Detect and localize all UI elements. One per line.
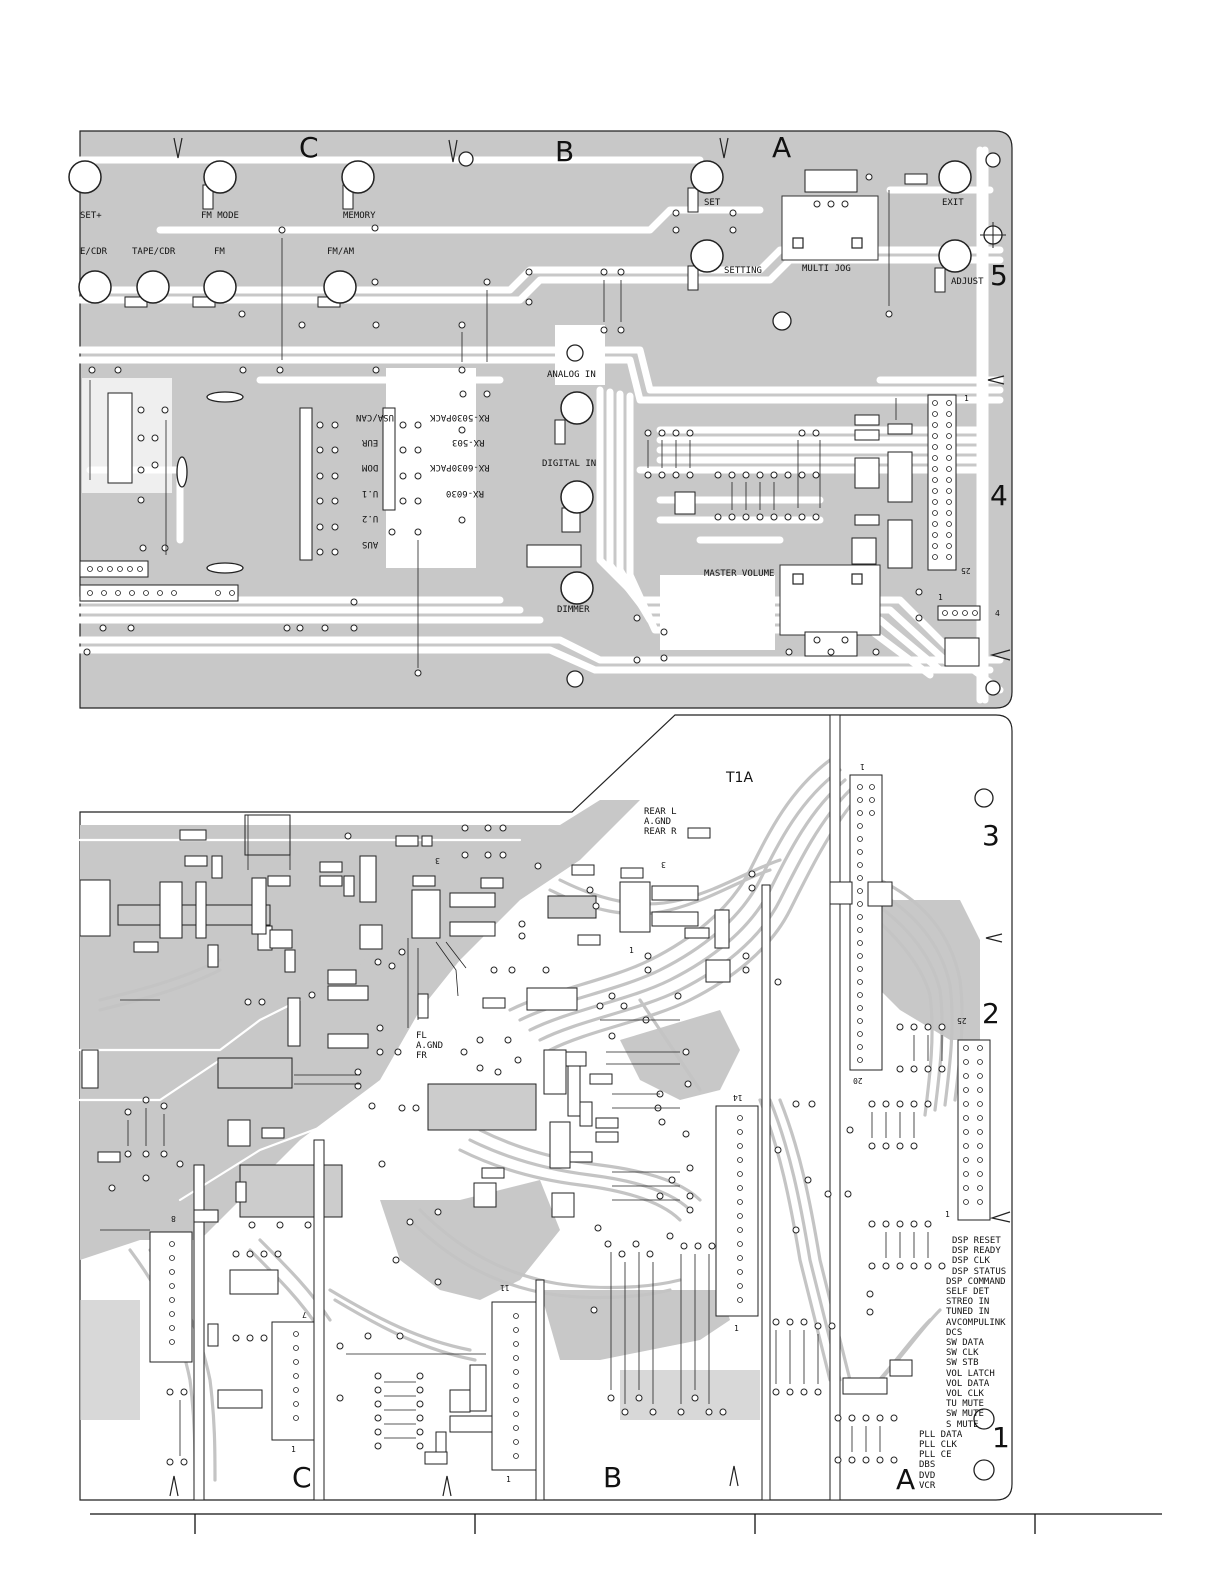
label-digital-in: DIGITAL IN: [542, 459, 597, 469]
signal-avcompulink: AVCOMPULINK: [946, 1317, 1006, 1328]
label-fm-mode: FM MODE: [201, 211, 239, 221]
signal-vol-latch: VOL LATCH: [946, 1368, 995, 1379]
signal-pll-data: PLL DATA: [919, 1429, 963, 1440]
pin-marker-25-upper: 25: [961, 566, 971, 575]
label-rear-l: REAR L: [644, 807, 677, 817]
zone-letter-b-lower: B: [603, 1461, 623, 1494]
signal-dsp-reset: DSP RESET: [952, 1236, 1001, 1246]
pin-marker-25-lower: 25: [957, 1016, 967, 1025]
label-memory: MEMORY: [343, 211, 376, 221]
signal-sw-clk: SW CLK: [946, 1348, 979, 1359]
pin-marker-7: 7: [302, 1310, 307, 1319]
pin-marker-1-right: 1: [945, 1210, 950, 1219]
signal-vcr: VCR: [919, 1480, 936, 1491]
row-number-5: 5: [990, 259, 1008, 292]
pin-marker-4-upper: 4: [995, 609, 1000, 618]
label-usa-can: USA/CAN: [356, 412, 394, 422]
label-rear-agnd: A.GND: [644, 817, 672, 827]
zone-letter-a-upper: A: [772, 131, 792, 164]
label-adjust: ADJUST: [951, 277, 984, 287]
row-number-4: 4: [990, 479, 1008, 512]
pin-marker-1-ic11: 1: [506, 1475, 511, 1484]
label-rx-6030pack: RX-6030PACK: [430, 462, 490, 472]
pin-marker-1-upper: 1: [964, 394, 969, 403]
label-dimmer: DIMMER: [557, 605, 590, 615]
label-fm: FM: [214, 247, 225, 257]
label-u2: U.2: [362, 513, 379, 523]
signal-tuned-in: TUNED IN: [946, 1307, 990, 1318]
zone-letter-c-upper: C: [299, 131, 319, 164]
signal-sw-data: SW DATA: [946, 1338, 984, 1349]
frame-ruler: [90, 1513, 1162, 1534]
signal-dsp-clk: DSP CLK: [952, 1256, 990, 1267]
row-number-1: 1: [992, 1421, 1010, 1454]
label-aus: AUS: [362, 539, 379, 549]
pin-marker-1-mid: 1: [629, 946, 634, 955]
label-dom: DOM: [362, 462, 379, 472]
label-setting: SETTING: [724, 266, 762, 276]
label-multi-jog: MULTI JOG: [802, 264, 851, 274]
signal-tu-mute: TU MUTE: [946, 1399, 984, 1410]
signal-dsp-status: DSP STATUS: [952, 1266, 1007, 1277]
label-rx-6030: RX-6030: [446, 488, 484, 498]
label-fl: FL: [416, 1031, 427, 1041]
label-rear-r: REAR R: [644, 827, 677, 837]
zone-letter-a-lower: A: [896, 1463, 916, 1496]
signal-dsp-ready: DSP READY: [952, 1246, 1001, 1257]
pin-marker-1b-upper: 1: [938, 593, 943, 602]
upper-board: [68, 130, 1013, 709]
signal-dvd: DVD: [919, 1470, 936, 1481]
signal-vol-clk: VOL CLK: [946, 1389, 984, 1400]
zone-letter-c-lower: C: [292, 1461, 312, 1494]
label-eur: EUR: [362, 437, 379, 447]
label-front-agnd: A.GND: [416, 1041, 444, 1051]
signal-sw-mute: SW MUTE: [946, 1409, 984, 1420]
label-preset-plus: SET+: [80, 211, 102, 221]
pin-marker-3-right: 3: [661, 860, 666, 869]
signal-vol-data: VOL DATA: [946, 1378, 990, 1389]
pin-marker-1-ic14: 1: [734, 1324, 739, 1333]
pin-marker-14: 14: [733, 1093, 743, 1102]
pin-marker-20: 20: [853, 1076, 863, 1085]
board-title-t1a: T1A: [726, 770, 754, 786]
signal-s-mute: S MUTE: [946, 1419, 979, 1430]
label-exit: EXIT: [942, 198, 964, 208]
signal-self-det: SELF DET: [946, 1287, 990, 1298]
signal-dcs: DCS: [946, 1327, 963, 1338]
signal-sw-stb: SW STB: [946, 1358, 979, 1369]
pin-marker-8: 8: [171, 1214, 176, 1223]
label-master-volume: MASTER VOLUME: [704, 569, 775, 579]
label-set: SET: [704, 198, 721, 208]
zone-letter-b-upper: B: [555, 135, 575, 168]
signal-pll-ce: PLL CE: [919, 1450, 952, 1461]
label-tape-cdr-left: E/CDR: [80, 247, 108, 257]
label-tape-cdr: TAPE/CDR: [132, 247, 176, 257]
label-rx-503: RX-503: [452, 437, 485, 447]
row-number-3: 3: [982, 819, 1000, 852]
signal-pll-clk: PLL CLK: [919, 1440, 957, 1451]
pin-marker-11: 11: [500, 1283, 510, 1292]
label-rx-5030pack: RX-5030PACK: [430, 412, 490, 422]
signal-name-list: DSP RESET DSP READY DSP CLK DSP STATUS D…: [919, 1236, 1007, 1491]
label-fm-am: FM/AM: [327, 247, 355, 257]
signal-dsp-command: DSP COMMAND: [946, 1276, 1006, 1287]
signal-streo-in: STREO IN: [946, 1297, 990, 1308]
label-fr: FR: [416, 1051, 427, 1061]
pin-marker-1-connector: 1: [860, 762, 865, 771]
pin-marker-1-ic7: 1: [291, 1445, 296, 1454]
row-number-2: 2: [982, 997, 1000, 1030]
label-analog-in: ANALOG IN: [547, 370, 596, 380]
lower-board: [78, 714, 1013, 1501]
signal-dbs: DBS: [919, 1460, 936, 1471]
pin-marker-3-left: 3: [435, 856, 440, 865]
label-u1: U.1: [362, 488, 379, 498]
